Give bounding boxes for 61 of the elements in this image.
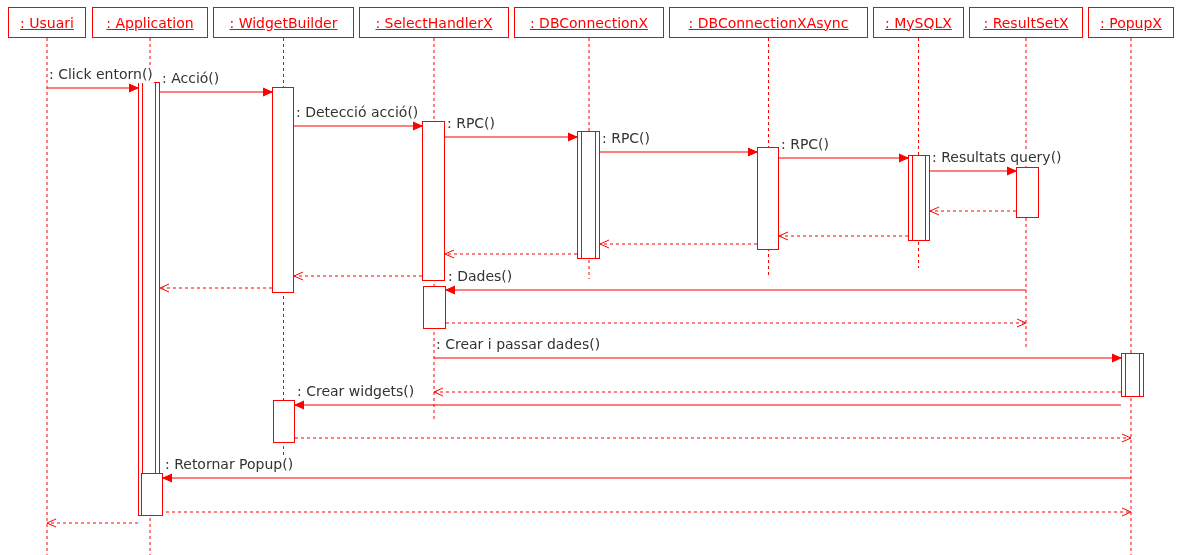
activation-bar (423, 286, 446, 329)
message-label: : Retornar Popup() (164, 456, 295, 473)
participant-name: : Application (106, 14, 194, 31)
message-arrow (929, 166, 1017, 176)
message-label: : Detecció acció() (295, 104, 420, 121)
activation-bar (1016, 167, 1039, 218)
message-label: : Resultats query() (931, 149, 1063, 166)
message-arrow (445, 285, 1027, 295)
return-arrow (293, 271, 423, 281)
participant-box (669, 7, 868, 38)
message-arrow (433, 353, 1122, 363)
message-label: : Crear i passar dades() (435, 336, 602, 353)
activation-bar (1121, 353, 1144, 397)
message-label: : RPC() (780, 136, 831, 153)
participant-box (969, 7, 1083, 38)
participant-box (1088, 7, 1174, 38)
activation-bar (577, 131, 600, 259)
return-arrow (599, 239, 758, 249)
activation-bar (757, 147, 779, 250)
message-arrow (159, 87, 273, 97)
participant-name: : Usuari (20, 14, 74, 31)
message-arrow (599, 147, 758, 157)
message-arrow (293, 121, 423, 131)
return-arrow (778, 231, 909, 241)
participant-box (359, 7, 509, 38)
message-arrow (162, 473, 1132, 483)
message-label: : Acció() (161, 70, 221, 87)
message-label: : Dades() (447, 268, 514, 285)
message-label: : RPC() (601, 130, 652, 147)
participant-name: : ResultSetX (983, 14, 1069, 31)
return-arrow (159, 283, 273, 293)
participant-box (873, 7, 964, 38)
return-arrow (929, 206, 1017, 216)
participant-name: : SelectHandlerX (375, 14, 493, 31)
participant-box (92, 7, 208, 38)
participant-box (514, 7, 664, 38)
return-arrow (433, 387, 1122, 397)
activation-bar (422, 121, 445, 281)
participant-name: : MySQLX (885, 14, 952, 31)
return-arrow (444, 249, 578, 259)
participant-box (213, 7, 354, 38)
message-arrow (46, 83, 139, 93)
participant-name: : WidgetBuilder (229, 14, 338, 31)
message-arrow (294, 400, 1122, 410)
activation-bar (138, 82, 160, 516)
activation-bar (908, 155, 930, 241)
activation-bar (272, 87, 294, 293)
participant-box (8, 7, 86, 38)
participant-name: : DBConnectionXAsync (688, 14, 849, 31)
activation-bar (273, 400, 295, 443)
message-label: : Click entorn() (48, 66, 154, 83)
participant-name: : DBConnectionX (529, 14, 649, 31)
return-arrow (46, 518, 139, 528)
return-arrow (294, 433, 1132, 443)
activation-bar (141, 473, 163, 516)
participant-name: : PopupX (1100, 14, 1162, 31)
message-label: : RPC() (446, 115, 497, 132)
message-label: : Crear widgets() (296, 383, 416, 400)
message-arrow (778, 153, 909, 163)
message-arrow (444, 132, 578, 142)
return-arrow (445, 318, 1027, 328)
